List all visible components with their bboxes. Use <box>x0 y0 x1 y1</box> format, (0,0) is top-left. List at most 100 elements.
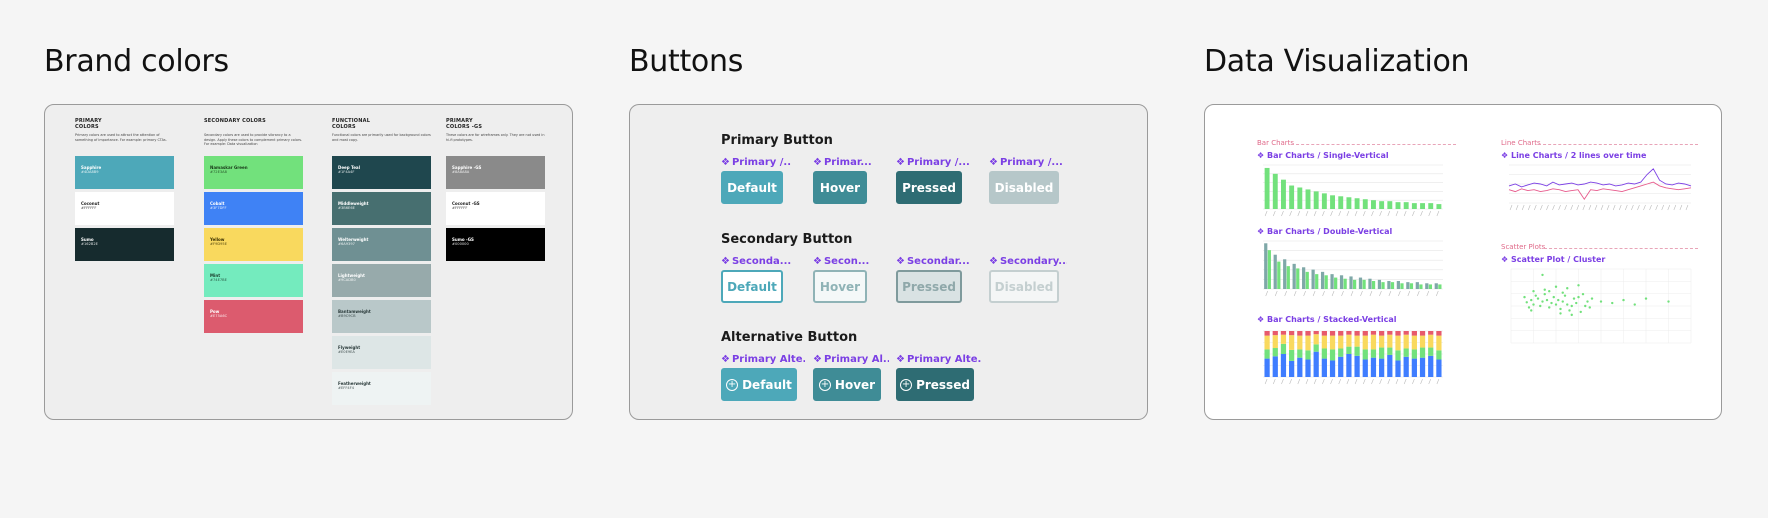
component-icon: ❖ <box>813 354 822 365</box>
x-tick-label <box>1655 204 1658 211</box>
bar-segment <box>1338 348 1344 357</box>
color-swatch[interactable]: Sumo#162B2E <box>75 228 174 261</box>
component-icon: ❖ <box>813 256 822 267</box>
x-tick-label <box>1289 210 1292 217</box>
x-tick-label <box>1685 204 1689 211</box>
button-variant: ❖Primary Al... +Hover <box>813 353 889 401</box>
color-swatch[interactable]: Sapphire -GS#8A8A8A <box>446 156 545 189</box>
bar-segment <box>1329 335 1336 350</box>
color-swatch[interactable]: Lightweight#9CADB0 <box>332 264 431 297</box>
primary-disabled-button[interactable]: Disabled <box>989 171 1059 204</box>
bar-segment <box>1297 357 1303 377</box>
swatch-name: Coconut <box>81 201 100 206</box>
bar-segment <box>1264 335 1270 350</box>
component-caption[interactable]: ❖Primary Alte... <box>721 353 805 366</box>
bar-segment <box>1428 331 1434 335</box>
component-caption[interactable]: ❖Secondary... <box>989 255 1067 268</box>
x-tick-label <box>1371 378 1374 385</box>
component-caption[interactable]: ❖Primary Al... <box>813 353 889 366</box>
color-swatch[interactable]: Coconut#FFFFFF <box>75 192 174 225</box>
color-swatch[interactable]: Yellow#F9D95E <box>204 228 303 261</box>
primary-pressed-button[interactable]: Pressed <box>896 171 962 204</box>
bar-segment <box>1280 331 1287 335</box>
bar-chart-stacked-vertical <box>1263 330 1443 385</box>
swatch-hex: #162B2E <box>81 242 98 246</box>
scatter-point <box>1523 295 1526 299</box>
x-tick-label <box>1588 204 1592 211</box>
bar <box>1390 282 1395 289</box>
bar <box>1289 185 1295 209</box>
bar <box>1283 259 1287 289</box>
bar-segment <box>1354 346 1360 356</box>
color-swatch[interactable]: Middleweight#3B6E6E <box>332 192 431 225</box>
component-caption[interactable]: ❖Primary /... <box>721 156 791 169</box>
component-caption[interactable]: ❖Primar... <box>813 156 875 169</box>
bar-segment <box>1362 331 1368 336</box>
color-swatch[interactable]: Welterweight#6A9397 <box>332 228 431 261</box>
bar-segment <box>1387 354 1393 377</box>
swatch-hex: #E75A6C <box>210 314 228 318</box>
component-caption[interactable]: ❖Secondar... <box>896 255 970 268</box>
x-tick-label <box>1281 378 1284 385</box>
color-swatch[interactable]: Namaskar Green#72E3A8 <box>204 156 303 189</box>
primary-hover-button[interactable]: Hover <box>813 171 867 204</box>
component-name: Primary /... <box>906 157 970 168</box>
scatter-point <box>1559 307 1562 311</box>
component-name: Seconda... <box>731 256 791 267</box>
bar-segment <box>1321 348 1327 359</box>
bar-segment <box>1338 331 1344 336</box>
component-caption[interactable]: ❖Seconda... <box>721 255 791 268</box>
component-caption[interactable]: ❖Primary /... <box>896 156 970 169</box>
scatter-point <box>1543 292 1546 296</box>
color-swatch[interactable]: Sapphire#4DA8B9 <box>75 156 174 189</box>
component-caption[interactable]: ❖Primary Alte... <box>896 353 982 366</box>
scatter-point <box>1570 313 1573 317</box>
primary-default-button[interactable]: Default <box>721 171 783 204</box>
bar-segment <box>1379 335 1385 348</box>
color-swatch[interactable]: Featherweight#EFF4F4 <box>332 372 431 405</box>
data-visualization-frame[interactable]: Bar Charts Line Charts Scatter Plots ❖ B… <box>1204 104 1722 420</box>
component-caption[interactable]: ❖Secon... <box>813 255 875 268</box>
bar-segment <box>1395 335 1401 351</box>
x-tick-label <box>1637 204 1640 211</box>
secondary-hover-button[interactable]: Hover <box>813 270 867 303</box>
x-tick-label <box>1594 204 1598 211</box>
color-swatch[interactable]: Pow#E75A6C <box>204 300 303 333</box>
x-tick-label <box>1546 204 1549 211</box>
alt-pressed-button[interactable]: +Pressed <box>896 368 974 401</box>
x-tick-label <box>1272 378 1276 385</box>
bar <box>1313 191 1319 209</box>
bar-segment <box>1313 331 1319 335</box>
x-tick-label <box>1313 378 1317 385</box>
bar <box>1387 201 1393 209</box>
color-swatch[interactable]: Bantamweight#B9C9CB <box>332 300 431 333</box>
color-swatch[interactable]: Sumo -GS#000000 <box>446 228 545 261</box>
component-caption[interactable]: ❖Primary /... <box>989 156 1067 169</box>
bar <box>1362 199 1368 209</box>
alt-hover-button[interactable]: +Hover <box>813 368 881 401</box>
bar-segment <box>1329 331 1336 336</box>
color-swatch[interactable]: Deep Teal#1F4A4F <box>332 156 431 189</box>
color-swatch[interactable]: Coconut -GS#FFFFFF <box>446 192 545 225</box>
scatter-point <box>1541 273 1544 277</box>
x-tick-label <box>1436 210 1440 217</box>
secondary-default-button[interactable]: Default <box>721 270 783 303</box>
bar <box>1400 283 1404 289</box>
secondary-pressed-button[interactable]: Pressed <box>896 270 962 303</box>
secondary-disabled-button[interactable]: Disabled <box>989 270 1059 303</box>
line-charts-tag: Line Charts <box>1501 139 1541 147</box>
color-swatch[interactable]: Cobalt#3F7DFF <box>204 192 303 225</box>
x-tick-label <box>1426 290 1430 297</box>
component-icon: ❖ <box>813 157 822 168</box>
color-swatch[interactable]: Flyweight#E0E9EA <box>332 336 431 369</box>
x-tick-label <box>1395 210 1399 217</box>
bar-segment <box>1395 350 1401 361</box>
scatter-point <box>1588 306 1591 309</box>
alt-default-button[interactable]: +Default <box>721 368 797 401</box>
x-tick-label <box>1618 204 1622 211</box>
x-tick-label <box>1350 290 1354 297</box>
color-swatch[interactable]: Mint#74E7BE <box>204 264 303 297</box>
buttons-frame[interactable]: Primary Button❖Primary /...Default❖Prima… <box>629 104 1148 420</box>
